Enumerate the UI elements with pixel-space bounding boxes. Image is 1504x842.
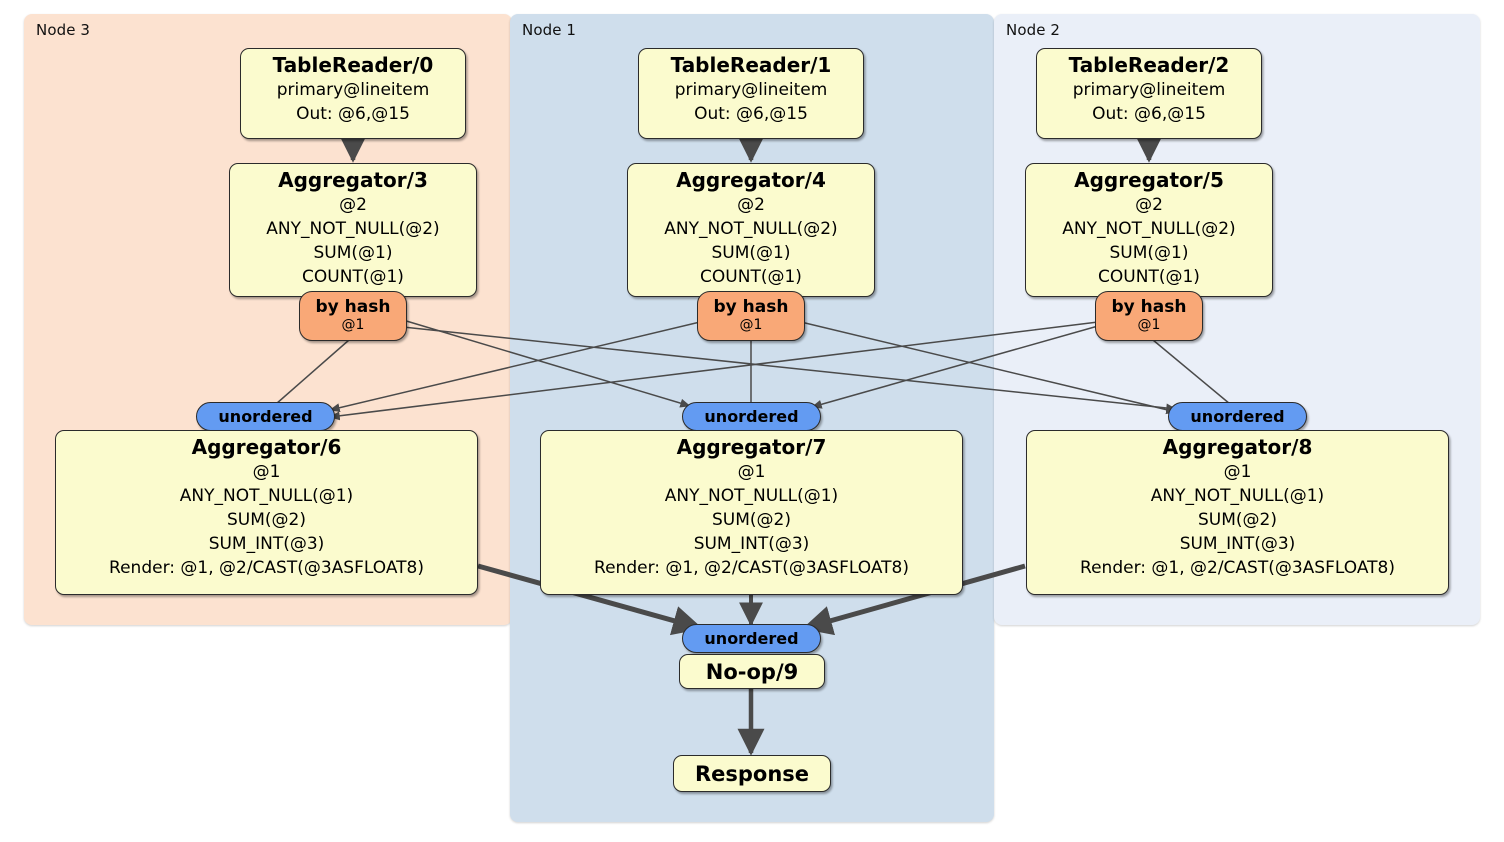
aggregator-6-line-2: SUM(@2) (227, 510, 306, 530)
aggregator-6-box[interactable]: Aggregator/6 @1 ANY_NOT_NULL(@1) SUM(@2)… (55, 430, 478, 595)
tablereader-2-title: TableReader/2 (1068, 53, 1230, 77)
aggregator-6-line-4: Render: @1, @2/CAST(@3ASFLOAT8) (109, 558, 424, 578)
unordered-synth-node1-label: unordered (704, 406, 799, 426)
aggregator-5-title: Aggregator/5 (1074, 168, 1224, 192)
node-panel-label-node2: Node 2 (1006, 21, 1061, 39)
aggregator-7-line-0: @1 (737, 462, 766, 482)
final-unordered-synth[interactable]: unordered (682, 624, 821, 653)
aggregator-4-box[interactable]: Aggregator/4 @2 ANY_NOT_NULL(@2) SUM(@1)… (627, 163, 875, 297)
aggregator-8-line-3: SUM_INT(@3) (1179, 534, 1296, 554)
tablereader-2-box[interactable]: TableReader/2 primary@lineitem Out: @6,@… (1036, 48, 1262, 139)
hash-router-node2-title: by hash (1111, 297, 1187, 317)
tablereader-1-line-0: primary@lineitem (674, 80, 828, 100)
aggregator-8-line-2: SUM(@2) (1198, 510, 1277, 530)
aggregator-8-title: Aggregator/8 (1162, 435, 1313, 459)
aggregator-4-line-1: ANY_NOT_NULL(@2) (664, 219, 838, 239)
aggregator-4-line-3: COUNT(@1) (700, 267, 802, 287)
aggregator-4-line-0: @2 (737, 195, 765, 215)
aggregator-7-box[interactable]: Aggregator/7 @1 ANY_NOT_NULL(@1) SUM(@2)… (540, 430, 963, 595)
hash-router-node1-title: by hash (713, 297, 789, 317)
tablereader-0-box[interactable]: TableReader/0 primary@lineitem Out: @6,@… (240, 48, 466, 139)
aggregator-3-line-3: COUNT(@1) (302, 267, 404, 287)
aggregator-5-box[interactable]: Aggregator/5 @2 ANY_NOT_NULL(@2) SUM(@1)… (1025, 163, 1273, 297)
noop-9-box[interactable]: No-op/9 (679, 654, 825, 689)
unordered-synth-node3[interactable]: unordered (196, 402, 335, 431)
aggregator-6-line-3: SUM_INT(@3) (208, 534, 325, 554)
aggregator-7-line-1: ANY_NOT_NULL(@1) (664, 486, 839, 506)
node-panel-label-node3: Node 3 (36, 21, 91, 39)
aggregator-7-line-4: Render: @1, @2/CAST(@3ASFLOAT8) (594, 558, 909, 578)
aggregator-8-box[interactable]: Aggregator/8 @1 ANY_NOT_NULL(@1) SUM(@2)… (1026, 430, 1449, 595)
hash-router-node3[interactable]: by hash @1 (299, 291, 407, 341)
aggregator-5-line-3: COUNT(@1) (1098, 267, 1200, 287)
aggregator-5-line-2: SUM(@1) (1109, 243, 1189, 263)
aggregator-5-line-0: @2 (1135, 195, 1163, 215)
aggregator-6-title: Aggregator/6 (191, 435, 342, 459)
response-box[interactable]: Response (673, 755, 831, 792)
aggregator-8-line-4: Render: @1, @2/CAST(@3ASFLOAT8) (1080, 558, 1395, 578)
unordered-synth-node2[interactable]: unordered (1168, 402, 1307, 431)
unordered-synth-node1[interactable]: unordered (682, 402, 821, 431)
aggregator-3-line-2: SUM(@1) (313, 243, 393, 263)
hash-router-node2[interactable]: by hash @1 (1095, 291, 1203, 341)
aggregator-3-line-0: @2 (339, 195, 367, 215)
tablereader-1-box[interactable]: TableReader/1 primary@lineitem Out: @6,@… (638, 48, 864, 139)
aggregator-3-title: Aggregator/3 (278, 168, 428, 192)
tablereader-2-line-0: primary@lineitem (1072, 80, 1226, 100)
aggregator-3-box[interactable]: Aggregator/3 @2 ANY_NOT_NULL(@2) SUM(@1)… (229, 163, 477, 297)
unordered-synth-node2-label: unordered (1190, 406, 1285, 426)
aggregator-5-line-1: ANY_NOT_NULL(@2) (1062, 219, 1236, 239)
aggregator-7-title: Aggregator/7 (676, 435, 827, 459)
tablereader-0-line-0: primary@lineitem (276, 80, 430, 100)
aggregator-7-line-3: SUM_INT(@3) (693, 534, 810, 554)
tablereader-0-line-1: Out: @6,@15 (296, 104, 410, 124)
tablereader-1-line-1: Out: @6,@15 (694, 104, 808, 124)
tablereader-1-title: TableReader/1 (670, 53, 832, 77)
hash-router-node1-sub: @1 (739, 317, 763, 333)
final-unordered-synth-label: unordered (704, 628, 799, 648)
noop-9-title: No-op/9 (705, 659, 799, 684)
aggregator-8-line-1: ANY_NOT_NULL(@1) (1150, 486, 1325, 506)
hash-router-node3-title: by hash (315, 297, 391, 317)
tablereader-0-title: TableReader/0 (272, 53, 434, 77)
aggregator-3-line-1: ANY_NOT_NULL(@2) (266, 219, 440, 239)
aggregator-4-line-2: SUM(@1) (711, 243, 791, 263)
hash-router-node2-sub: @1 (1137, 317, 1161, 333)
aggregator-6-line-1: ANY_NOT_NULL(@1) (179, 486, 354, 506)
aggregator-6-line-0: @1 (252, 462, 281, 482)
tablereader-2-line-1: Out: @6,@15 (1092, 104, 1206, 124)
unordered-synth-node3-label: unordered (218, 406, 313, 426)
hash-router-node3-sub: @1 (341, 317, 365, 333)
aggregator-8-line-0: @1 (1223, 462, 1252, 482)
aggregator-4-title: Aggregator/4 (676, 168, 826, 192)
hash-router-node1[interactable]: by hash @1 (697, 291, 805, 341)
node-panel-label-node1: Node 1 (522, 21, 577, 39)
response-title: Response (694, 761, 810, 786)
aggregator-7-line-2: SUM(@2) (712, 510, 791, 530)
